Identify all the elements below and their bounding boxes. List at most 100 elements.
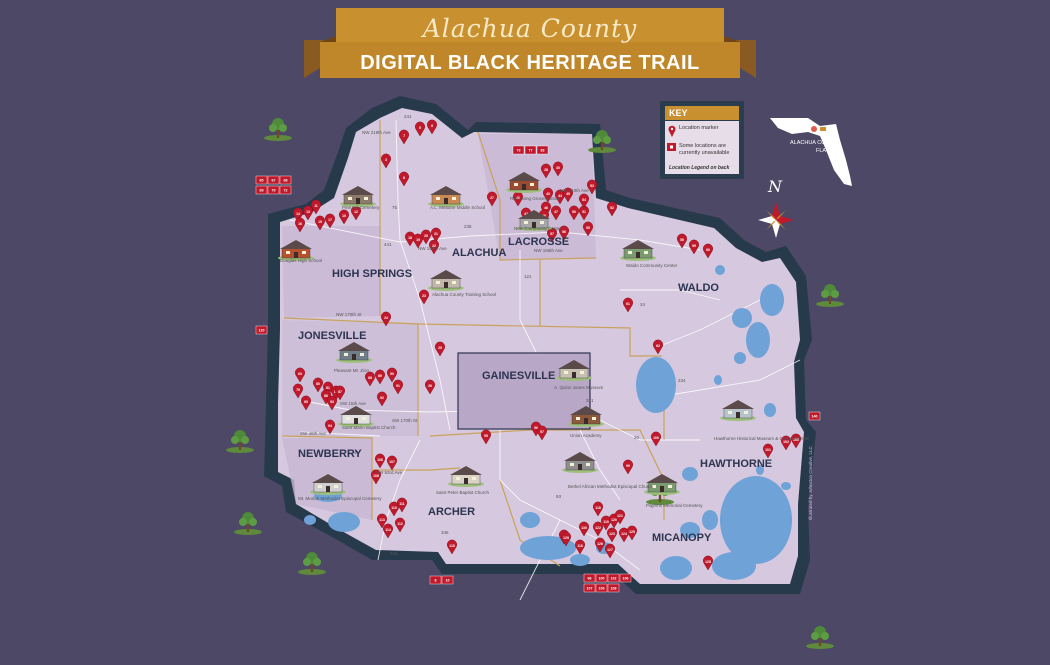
unavailable-location-box[interactable]: 106 — [619, 573, 632, 583]
location-marker[interactable]: 114 — [383, 523, 393, 539]
location-marker[interactable]: 58 — [677, 233, 687, 249]
unavailable-location-box[interactable]: 69 — [255, 185, 268, 195]
location-marker[interactable]: 128 — [703, 555, 713, 571]
location-marker[interactable]: 14 — [293, 207, 303, 223]
location-marker[interactable]: 11 — [311, 199, 321, 215]
unavailable-location-box[interactable]: 10 — [441, 575, 454, 585]
location-marker[interactable]: 106 — [375, 453, 385, 469]
location-marker[interactable]: 59 — [689, 239, 699, 255]
unavailable-location-box[interactable]: 77 — [524, 145, 537, 155]
location-marker[interactable]: 52 — [607, 201, 617, 217]
location-marker[interactable]: 25 — [435, 341, 445, 357]
location-marker[interactable]: 50 — [569, 205, 579, 221]
district-jonesville — [282, 320, 418, 436]
location-marker[interactable]: 113 — [377, 513, 387, 529]
location-marker[interactable]: 47 — [551, 205, 561, 221]
location-marker[interactable]: 116 — [575, 539, 585, 555]
location-marker[interactable]: 112 — [395, 517, 405, 533]
location-marker[interactable]: 105 — [791, 433, 801, 449]
unavailable-location-box[interactable]: 72 — [279, 185, 292, 195]
unavailable-location-box[interactable]: 140 — [808, 411, 821, 421]
location-marker[interactable]: 7 — [399, 129, 409, 145]
unavailable-location-box[interactable]: 68 — [279, 175, 292, 185]
location-marker[interactable]: 99 — [623, 459, 633, 475]
location-marker[interactable]: 125 — [627, 525, 637, 541]
unavailable-location-box[interactable]: 8 — [429, 575, 442, 585]
road-nw-210th: NW 210th Ave — [560, 188, 589, 193]
location-marker[interactable]: 87 — [335, 385, 345, 401]
location-marker[interactable]: 62 — [653, 339, 663, 355]
location-marker[interactable]: 3 — [381, 153, 391, 169]
location-marker[interactable]: 21 — [431, 227, 441, 243]
location-marker[interactable]: 17 — [325, 213, 335, 229]
unavailable-location-box[interactable]: 65 — [255, 175, 268, 185]
unavailable-location-box[interactable]: 83 — [536, 145, 549, 155]
location-marker[interactable]: 10 — [339, 209, 349, 225]
unavailable-location-box[interactable]: 96 — [583, 573, 596, 583]
location-marker[interactable]: 127 — [605, 543, 615, 559]
location-marker[interactable]: 28 — [541, 163, 551, 179]
location-marker[interactable]: 24 — [381, 311, 391, 327]
location-marker[interactable]: 61 — [623, 297, 633, 313]
location-marker[interactable]: 55 — [583, 221, 593, 237]
location-marker[interactable]: 13 — [303, 205, 313, 221]
location-marker[interactable]: 54 — [579, 193, 589, 209]
location-marker[interactable]: 101 — [763, 443, 773, 459]
location-marker[interactable]: 53 — [587, 179, 597, 195]
location-marker[interactable]: 22 — [429, 239, 439, 255]
unavailable-location-box[interactable]: 67 — [267, 175, 280, 185]
location-marker[interactable]: 111 — [397, 497, 407, 513]
location-marker[interactable]: 23 — [419, 289, 429, 305]
location-marker[interactable]: 80 — [313, 377, 323, 393]
location-marker[interactable]: 107 — [387, 455, 397, 471]
location-marker[interactable]: 94 — [325, 419, 335, 435]
location-marker[interactable]: 57 — [547, 227, 557, 243]
unavailable-location-box[interactable]: 100 — [595, 573, 608, 583]
location-marker[interactable]: 16 — [295, 217, 305, 233]
location-marker[interactable]: 45 — [563, 187, 573, 203]
location-marker[interactable]: 20 — [421, 229, 431, 245]
location-marker[interactable]: 97 — [537, 425, 547, 441]
location-marker[interactable]: 92 — [377, 391, 387, 407]
location-marker[interactable]: 110 — [389, 501, 399, 517]
location-marker[interactable]: 90 — [387, 367, 397, 383]
location-marker[interactable]: 121 — [615, 509, 625, 525]
unavailable-location-box[interactable]: 108 — [607, 583, 620, 593]
location-marker[interactable]: 5 — [415, 121, 425, 137]
location-marker[interactable]: 89 — [375, 369, 385, 385]
location-marker[interactable]: 118 — [593, 501, 603, 517]
location-marker[interactable]: 79 — [293, 383, 303, 399]
location-marker[interactable]: 126 — [595, 537, 605, 553]
location-marker[interactable]: 63 — [295, 367, 305, 383]
unavailable-location-box[interactable]: 120 — [255, 325, 268, 335]
location-marker[interactable]: 26 — [425, 379, 435, 395]
location-marker[interactable]: 60 — [703, 243, 713, 259]
location-marker[interactable]: 123 — [607, 527, 617, 543]
location-marker[interactable]: 130 — [579, 521, 589, 537]
location-marker[interactable]: 88 — [365, 371, 375, 387]
location-marker[interactable]: 46 — [541, 201, 551, 217]
location-marker[interactable]: 100 — [651, 431, 661, 447]
location-marker[interactable]: 43 — [543, 187, 553, 203]
unavailable-location-box[interactable]: 73 — [512, 145, 525, 155]
unavailable-location-box[interactable]: 109 — [595, 583, 608, 593]
location-marker[interactable]: 15 — [315, 215, 325, 231]
location-marker[interactable]: 19 — [413, 233, 423, 249]
location-marker[interactable]: 102 — [781, 435, 791, 451]
location-marker[interactable]: 8 — [399, 171, 409, 187]
location-marker[interactable]: 30 — [553, 161, 563, 177]
location-marker[interactable]: 85 — [301, 395, 311, 411]
location-marker[interactable]: 122 — [593, 521, 603, 537]
location-marker[interactable]: 115 — [447, 539, 457, 555]
location-marker[interactable]: 91 — [393, 379, 403, 395]
location-marker[interactable]: 95 — [481, 429, 491, 445]
unavailable-location-box[interactable]: 102 — [607, 573, 620, 583]
location-marker[interactable]: 56 — [559, 225, 569, 241]
location-marker[interactable]: 129 — [561, 531, 571, 547]
unavailable-location-box[interactable]: 70 — [267, 185, 280, 195]
unavailable-location-box[interactable]: 107 — [583, 583, 596, 593]
location-marker[interactable]: 108 — [371, 469, 381, 485]
location-marker[interactable]: 93 — [327, 395, 337, 411]
location-marker[interactable]: 27 — [487, 191, 497, 207]
location-marker[interactable]: 6 — [427, 119, 437, 135]
